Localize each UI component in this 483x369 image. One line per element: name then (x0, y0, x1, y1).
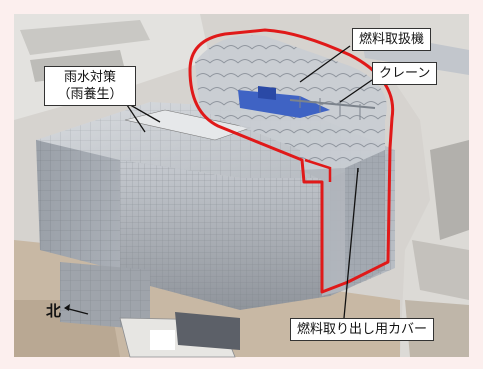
rainwater-label: 雨水対策 (63, 70, 116, 85)
crane-callout: クレーン (372, 62, 438, 85)
fuel-handling-callout: 燃料取扱機 (352, 28, 432, 51)
crane-rail (289, 99, 376, 109)
cover-callout: 燃料取り出し用カバー (290, 318, 435, 341)
leader-line-crane (339, 79, 373, 103)
leader-line-fuel-handling (299, 45, 351, 83)
leader-line-rainwater (124, 101, 146, 133)
leader-line-cover (343, 167, 359, 319)
rainwater-callout: 雨水対策 （雨養生） (44, 66, 136, 106)
north-label: 北 (46, 302, 62, 320)
rain-curing-label: （雨養生） (57, 87, 123, 102)
